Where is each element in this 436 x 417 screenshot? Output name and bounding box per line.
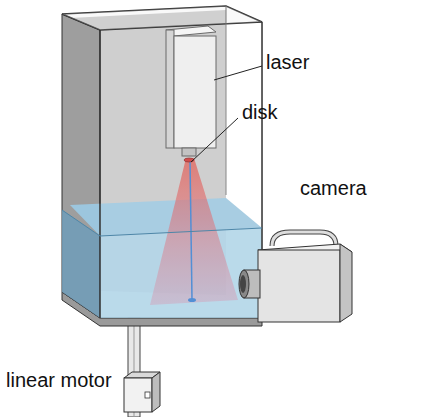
part-label: disk	[242, 102, 278, 122]
leader-line	[214, 66, 262, 80]
camera	[239, 232, 352, 322]
water-tank	[62, 6, 262, 326]
leader-line	[191, 118, 238, 162]
part-label: laser	[266, 52, 309, 72]
linear-motor	[124, 318, 160, 417]
part-label: linear motor	[6, 370, 112, 390]
part-label: camera	[300, 178, 367, 198]
